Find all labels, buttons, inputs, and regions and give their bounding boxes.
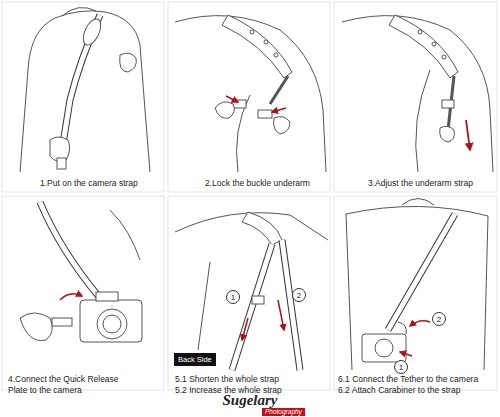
figure-connect-plate-part: [60, 294, 82, 300]
figure-put-on-part: [62, 7, 96, 16]
figure-lock-buckle-part: [272, 108, 286, 112]
panel-frames-part: [2, 2, 164, 192]
figure-put-on-part: [57, 158, 66, 169]
figure-connect-plate: [20, 202, 142, 342]
callout-number-text: 2: [437, 315, 441, 324]
figure-adjust-underarm-part: [432, 42, 436, 46]
figure-connect-plate-part: [110, 210, 140, 260]
figure-tether-carabiner-part: [375, 339, 393, 357]
figure-back-side-part: [252, 296, 264, 304]
figure-back-side-part: [232, 244, 272, 370]
figure-back-side-part: [282, 240, 300, 370]
panel-frames-part: [168, 196, 330, 390]
figure-lock-buckle: [175, 15, 326, 172]
figure-lock-buckle-part: [274, 53, 278, 57]
side-tag: Back Side: [174, 353, 216, 366]
brand-band: Photography: [262, 408, 305, 416]
step-caption: 6.1 Connect the Tether to the camera: [338, 374, 498, 385]
step-caption: 5.1 Shorten the whole strap: [175, 374, 325, 385]
figure-adjust-underarm-part: [342, 16, 493, 172]
step-caption: 6.2 Attach Carabiner to the strap: [338, 385, 498, 396]
callout-number-text: 1: [399, 363, 403, 372]
callout-number-text: 2: [297, 291, 301, 300]
figure-tether-carabiner-part: [346, 214, 352, 370]
figure-tether-carabiner-part: [388, 214, 455, 330]
figure-back-side-part: [278, 300, 284, 330]
panel-frames-part: [334, 2, 497, 192]
figure-tether-carabiner-part: [410, 321, 430, 326]
step-caption: 3.Adjust the underarm strap: [368, 178, 496, 189]
figure-adjust-underarm-part: [440, 126, 455, 142]
figure-adjust-underarm-part: [416, 70, 430, 172]
figure-adjust-underarm-part: [466, 120, 470, 150]
figure-lock-buckle-part: [175, 16, 326, 172]
figure-connect-plate-part: [96, 292, 118, 301]
figure-tether-carabiner-part: [402, 199, 434, 206]
panel-frames-part: [334, 196, 497, 390]
figure-tether-carabiner-part: [346, 206, 488, 370]
figure-back-side-part: [198, 262, 210, 350]
panel-frames-part: [168, 2, 330, 192]
figure-adjust-underarm-part: [418, 30, 422, 34]
figure-connect-plate-part: [97, 309, 127, 339]
figure-back-side: [175, 212, 328, 370]
figure-lock-buckle-part: [270, 76, 288, 104]
side-tag-text: Back Side: [178, 355, 212, 364]
step-caption: 2.Lock the buckle underarm: [205, 178, 329, 189]
figure-connect-plate-part: [40, 202, 100, 298]
figure-tether-carabiner-part: [362, 334, 406, 362]
figure-put-on-part: [20, 11, 150, 172]
figure-tether-carabiner-part: [400, 352, 412, 356]
figure-connect-plate-part: [52, 318, 72, 326]
figure-back-side-part: [242, 212, 282, 245]
callout-number: 1: [226, 290, 240, 304]
brand-logo: Sugelary: [200, 393, 300, 408]
figure-lock-buckle-part: [250, 30, 254, 34]
figure-back-side-part: [232, 244, 272, 370]
figure-lock-buckle-part: [222, 15, 292, 78]
figure-lock-buckle-part: [274, 117, 290, 134]
panel-frames: [2, 2, 497, 390]
step-caption: 1.Put on the camera strap: [40, 178, 164, 189]
figure-adjust-underarm-part: [389, 15, 458, 78]
figure-lock-buckle-part: [264, 40, 268, 44]
step-caption: 4.Connect the Quick Release Plate to the…: [8, 374, 134, 396]
figure-connect-plate-part: [103, 315, 121, 333]
figure-connect-plate-part: [80, 300, 142, 342]
figure-adjust-underarm-part: [442, 55, 446, 59]
figure-tether-carabiner-part: [398, 322, 406, 334]
figure-adjust-underarm: [342, 15, 493, 172]
callout-number: 1: [394, 360, 408, 374]
figure-lock-buckle-part: [226, 96, 238, 102]
callout-number: 2: [292, 288, 306, 302]
figure-tether-carabiner-part: [388, 214, 455, 330]
figure-put-on-part: [120, 53, 137, 72]
callout-number: 2: [432, 312, 446, 326]
figure-tether-carabiner: [346, 199, 488, 371]
panel-frames-part: [2, 196, 164, 390]
figure-back-side-part: [242, 318, 248, 340]
figure-adjust-underarm-part: [442, 100, 454, 108]
figure-lock-buckle-part: [215, 102, 234, 119]
callout-number-text: 1: [231, 293, 235, 302]
figure-put-on-part: [80, 16, 105, 47]
figure-lock-buckle-part: [258, 110, 272, 118]
figure-connect-plate-part: [40, 202, 100, 298]
figure-back-side-part: [282, 240, 300, 370]
figure-connect-plate-part: [20, 313, 52, 341]
figure-put-on: [20, 7, 150, 172]
